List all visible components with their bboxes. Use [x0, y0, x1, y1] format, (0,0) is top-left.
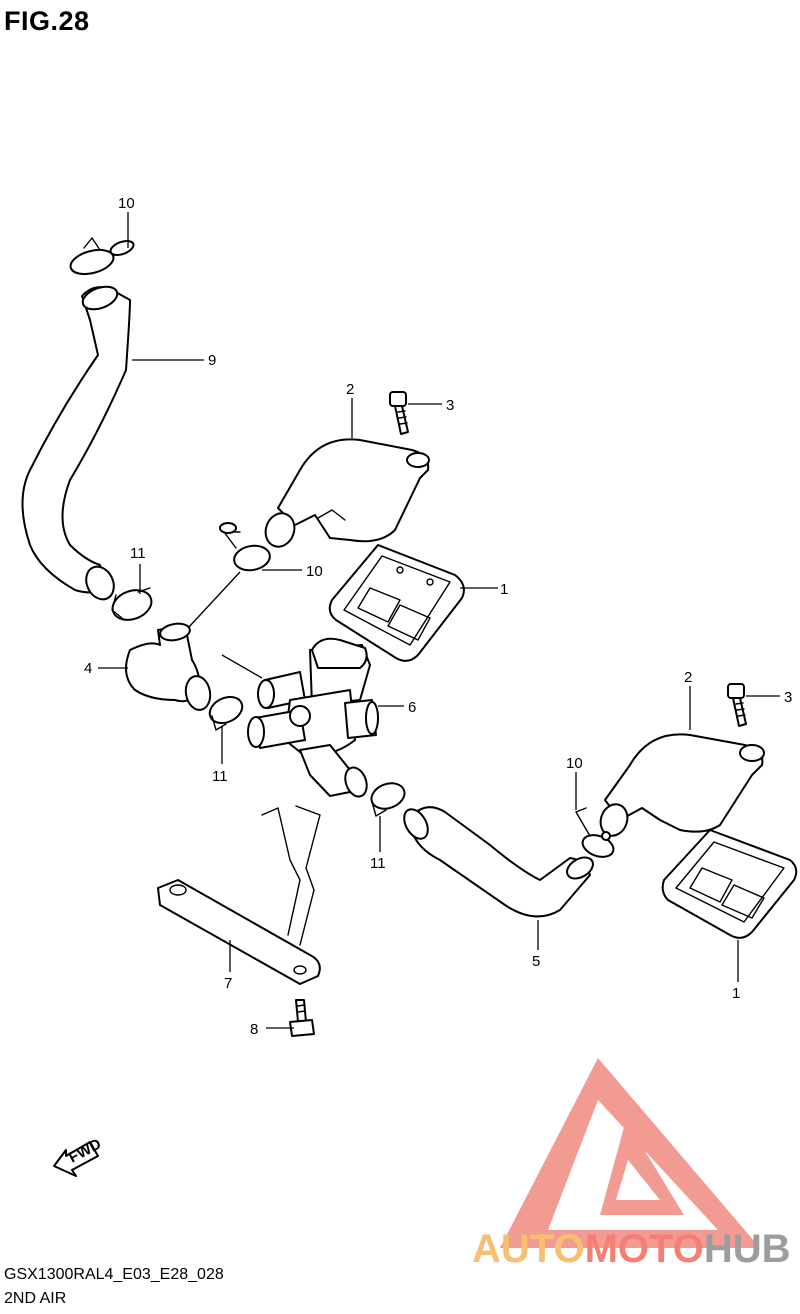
callout-3a: 3: [446, 397, 454, 414]
svg-text:AUTOMOTOHUB: AUTOMOTOHUB: [472, 1227, 791, 1271]
callout-6: 6: [408, 699, 416, 716]
callout-3b: 3: [784, 689, 792, 706]
model-code: GSX1300RAL4_E03_E28_028: [4, 1266, 224, 1283]
callout-8: 8: [250, 1021, 258, 1038]
callout-10a: 10: [118, 195, 135, 212]
valve-assembly-6: [247, 637, 379, 798]
leader-lines: [98, 212, 780, 1029]
fwd-arrow-icon: FWD: [53, 1135, 104, 1177]
reed-valve-plate-lower: [661, 829, 798, 939]
hose-5: [403, 806, 594, 918]
reed-valve-plate-upper: [328, 544, 465, 662]
watermark-auto: AUTO: [472, 1227, 585, 1271]
bolt-8: [289, 999, 315, 1037]
watermark-hub: HUB: [704, 1227, 791, 1271]
watermark-logo: AUTOMOTOHUB: [472, 1058, 791, 1271]
callout-11b: 11: [212, 768, 228, 785]
reed-valve-cover-lower: [599, 733, 765, 837]
callout-11a: 11: [130, 545, 146, 562]
hose-9: [21, 285, 131, 601]
watermark-moto: MOTO: [585, 1227, 704, 1271]
hose-4: [125, 622, 212, 711]
section-name: 2ND AIR: [4, 1290, 67, 1307]
hose-clip-middle: [219, 522, 271, 572]
callout-2b: 2: [684, 669, 692, 686]
hose-clip-lower: [575, 807, 615, 858]
callout-11c: 11: [370, 855, 386, 872]
hose-clip-top: [69, 237, 135, 276]
callout-2a: 2: [346, 381, 354, 398]
callout-10b: 10: [306, 563, 323, 580]
bolt-upper: [389, 391, 409, 435]
bracket-7: [157, 805, 321, 985]
figure-title: FIG.28: [4, 6, 90, 36]
callout-5: 5: [532, 953, 540, 970]
reed-valve-cover-upper: [264, 438, 430, 548]
hose-clamp-middle: [208, 695, 244, 731]
callout-10c: 10: [566, 755, 583, 772]
callout-4: 4: [84, 660, 92, 677]
callout-1a: 1: [500, 581, 508, 598]
connection-lines: [187, 571, 263, 679]
callout-9: 9: [208, 352, 216, 369]
callout-1b: 1: [732, 985, 740, 1002]
hose-clamp-lower: [370, 782, 406, 817]
hose-clamp-upper-left: [111, 587, 153, 621]
bolt-lower: [727, 683, 747, 727]
callout-7: 7: [224, 975, 232, 992]
callout-numbers: 10 9 2 3 10 1 11 4 6 11 2 3 10 11 5 1 7 …: [84, 195, 792, 1038]
